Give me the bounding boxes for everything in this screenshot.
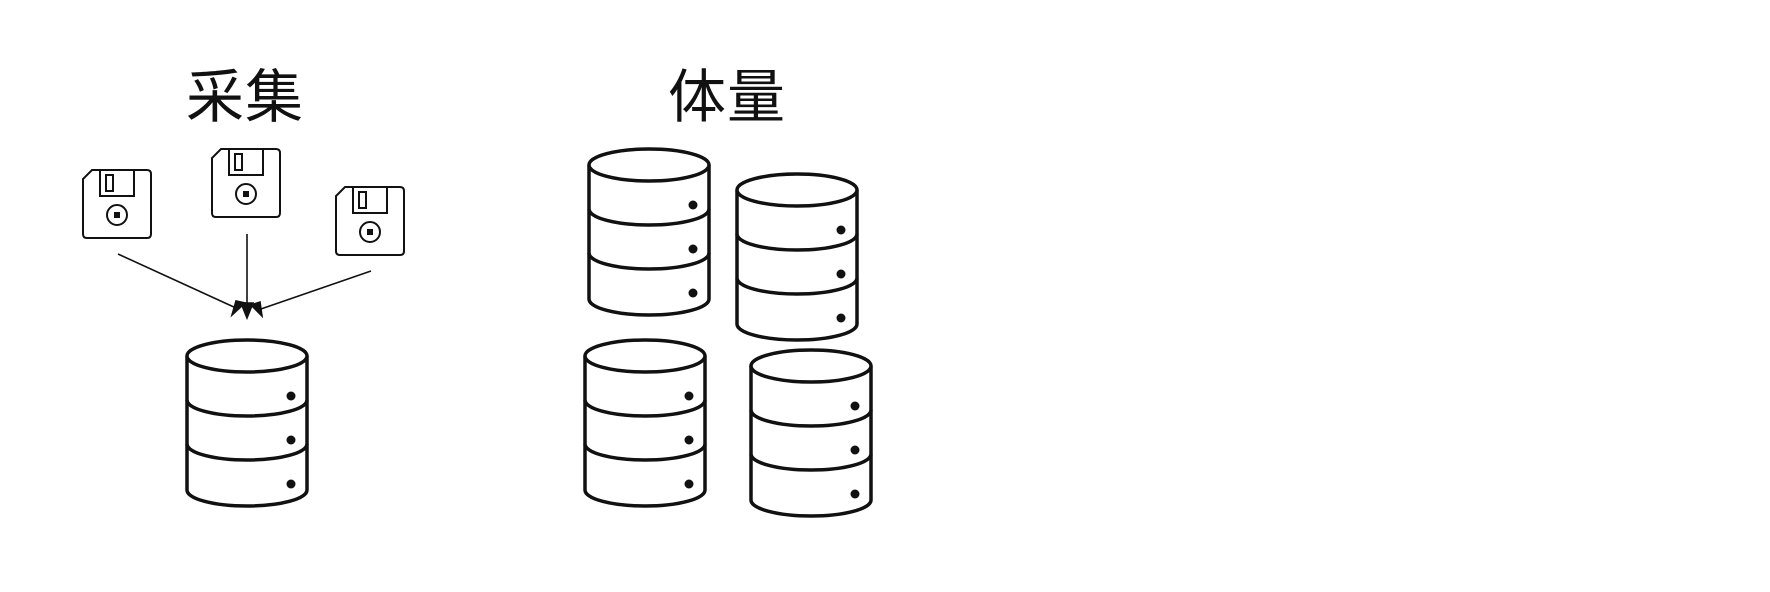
arrow-line — [257, 270, 372, 311]
arrow-line — [117, 253, 237, 309]
collect-title: 采集 — [186, 63, 305, 131]
volume-title: 体量 — [668, 63, 787, 131]
converging-arrows — [117, 234, 372, 321]
floppy-disk-icon — [82, 169, 152, 239]
database-icon — [185, 338, 309, 508]
database-icon — [749, 348, 873, 518]
arrowhead — [249, 300, 264, 319]
floppy-disk-icon — [335, 186, 405, 256]
arrowhead — [239, 302, 255, 321]
database-icon — [587, 147, 711, 317]
floppy-disk-icon — [211, 148, 281, 218]
database-icon — [583, 338, 707, 508]
database-icon — [735, 172, 859, 342]
